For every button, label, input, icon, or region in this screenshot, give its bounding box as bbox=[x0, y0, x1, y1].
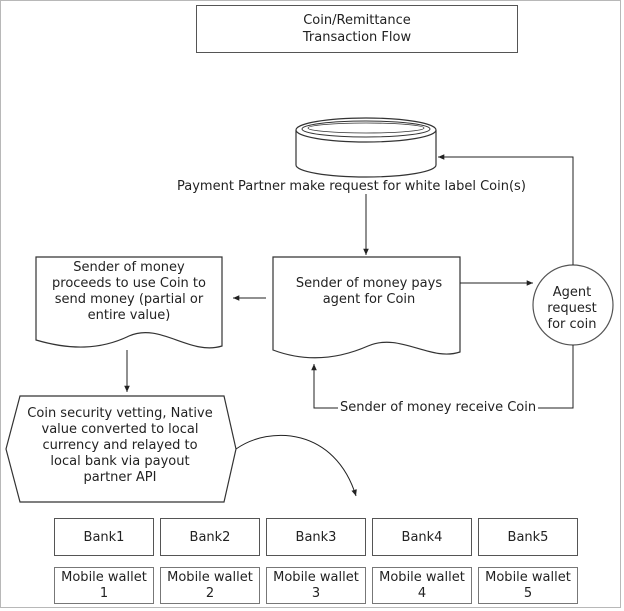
sender-pays-agent-text: Sender of money pays agent for Coin bbox=[295, 276, 443, 307]
arrow-vetting-to-banks bbox=[235, 434, 357, 497]
sender-pays-agent-document bbox=[272, 256, 461, 359]
bank-1-box: Bank1 bbox=[54, 518, 154, 556]
vetting-text: Coin security vetting, Native value conv… bbox=[27, 406, 213, 485]
vetting-hexagon bbox=[5, 395, 237, 503]
bank-5-box: Bank5 bbox=[478, 518, 578, 556]
bank-3-box: Bank3 bbox=[266, 518, 366, 556]
bank-4-box: Bank4 bbox=[372, 518, 472, 556]
coin-database-icon bbox=[295, 117, 437, 178]
sender-uses-coin-document bbox=[35, 256, 223, 349]
agent-request-text: Agent request for coin bbox=[547, 285, 597, 332]
diagram-title: Coin/Remittance Transaction Flow bbox=[196, 5, 518, 53]
mobile-wallet-5-box: Mobile wallet 5 bbox=[478, 567, 578, 604]
sender-receive-coin-label: Sender of money receive Coin bbox=[338, 400, 539, 415]
mobile-wallet-3-box: Mobile wallet 3 bbox=[266, 567, 366, 604]
mobile-wallet-4-box: Mobile wallet 4 bbox=[372, 567, 472, 604]
partner-request-label: Payment Partner make request for white l… bbox=[175, 179, 528, 194]
sender-uses-coin-text: Sender of money proceeds to use Coin to … bbox=[52, 260, 206, 323]
bank-2-box: Bank2 bbox=[160, 518, 260, 556]
arrow-agent-to-db bbox=[438, 154, 574, 265]
mobile-wallet-1-box: Mobile wallet 1 bbox=[54, 567, 154, 604]
mobile-wallet-2-box: Mobile wallet 2 bbox=[160, 567, 260, 604]
